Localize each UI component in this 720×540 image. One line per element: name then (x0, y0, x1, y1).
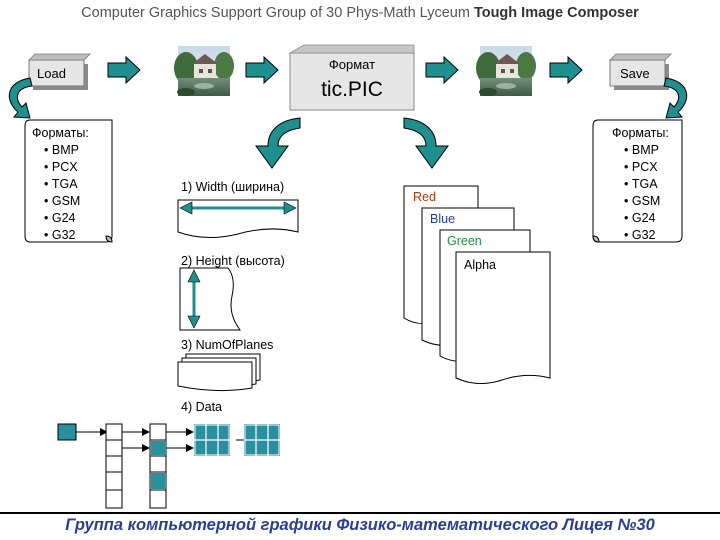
arrow-image-to-format (245, 55, 279, 85)
formats-left-item: PCX (44, 159, 89, 176)
format-box (288, 44, 415, 111)
footer-divider (0, 512, 720, 514)
formats-left-title: Форматы: (32, 126, 89, 140)
formats-left-item: BMP (44, 142, 89, 159)
color-planes-stack (403, 185, 551, 384)
planes-stack-illustration (177, 353, 261, 392)
field-height-label: 2) Height (высота) (181, 254, 285, 268)
save-label: Save (620, 66, 650, 81)
formats-left: Форматы: BMP PCX TGA GSM G24 G32 (32, 125, 89, 244)
output-image-thumbnail (476, 46, 536, 96)
formats-left-item: G24 (44, 210, 89, 227)
formats-right: Форматы: BMP PCX TGA GSM G24 G32 (612, 125, 669, 244)
plane-green-label: Green (447, 234, 482, 248)
formats-right-item: G32 (624, 227, 669, 244)
plane-blue-label: Blue (430, 212, 456, 226)
formats-right-item: G24 (624, 210, 669, 227)
input-image-thumbnail (174, 46, 234, 96)
plane-alpha-sheet (455, 251, 551, 384)
arrow-format-to-fields (255, 117, 301, 169)
field-planes-label: 3) NumOfPlanes (181, 338, 274, 352)
formats-left-item: G32 (44, 227, 89, 244)
page-footer: Группа компьютерной графики Физико-матем… (65, 516, 655, 534)
save-box (609, 53, 672, 90)
formats-right-title: Форматы: (612, 126, 669, 140)
plane-alpha-label: Alpha (464, 258, 496, 272)
arrow-format-to-image (425, 55, 459, 85)
arrow-image-to-save (549, 55, 583, 85)
field-width-label: 1) Width (ширина) (181, 180, 285, 194)
width-illustration (177, 199, 299, 238)
formats-right-item: GSM (624, 193, 669, 210)
load-box (28, 53, 91, 90)
height-illustration (179, 267, 241, 331)
format-caption: Формат (328, 57, 376, 72)
header-prefix: Computer Graphics Support Group of 30 Ph… (81, 5, 470, 21)
formats-right-item: PCX (624, 159, 669, 176)
arrow-save-curve (663, 77, 688, 119)
data-structure-illustration (57, 423, 281, 509)
arrow-load-curve (8, 77, 33, 119)
arrow-load-to-image (107, 55, 141, 85)
format-name: tic.PIC (321, 78, 383, 101)
field-data-label: 4) Data (181, 400, 222, 414)
formats-left-item: TGA (44, 176, 89, 193)
arrow-format-to-planes (403, 117, 449, 169)
header-app-name: Tough Image Composer (473, 5, 639, 21)
formats-right-item: TGA (624, 176, 669, 193)
plane-red-label: Red (413, 190, 436, 204)
load-label: Load (37, 66, 66, 81)
formats-right-item: BMP (624, 142, 669, 159)
formats-left-item: GSM (44, 193, 89, 210)
page-header: Computer Graphics Support Group of 30 Ph… (0, 5, 720, 21)
